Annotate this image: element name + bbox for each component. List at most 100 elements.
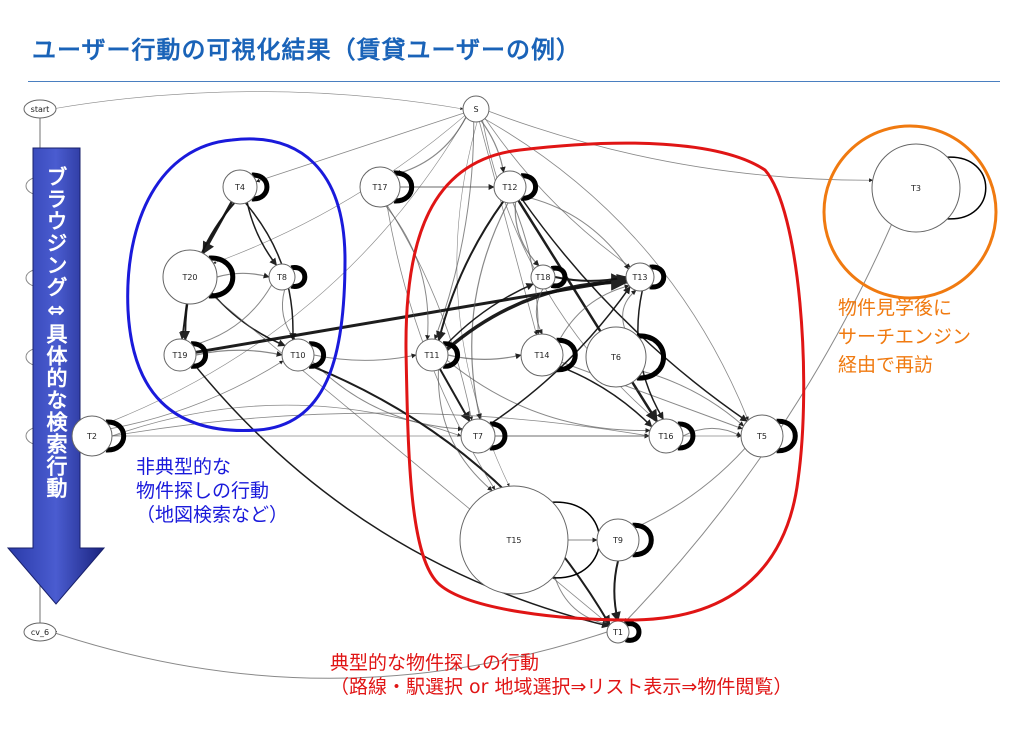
annotation-line: 典型的な物件探しの行動 <box>330 652 540 674</box>
node-label: T12 <box>501 183 517 192</box>
node-label: T19 <box>171 351 187 360</box>
graph-node-t5: T5 <box>740 414 784 458</box>
graph-node-t15: T15 <box>459 485 569 595</box>
transition-edge <box>447 353 522 360</box>
node-shape <box>359 166 401 208</box>
transition-edge <box>611 560 621 622</box>
node-shape <box>493 170 527 204</box>
transition-edge <box>192 363 610 629</box>
annotation-line: 物件探しの行動 <box>136 479 270 502</box>
transition-edge <box>439 368 471 423</box>
self-loop-edge <box>556 337 578 373</box>
self-loop-edge <box>309 341 327 369</box>
node-label: T13 <box>631 273 647 282</box>
node-shape <box>530 264 556 290</box>
transition-edge <box>51 631 608 679</box>
node-label: T2 <box>86 432 97 441</box>
self-loop-edge <box>251 172 270 202</box>
transition-edge <box>559 365 653 428</box>
edge-layer <box>51 91 892 679</box>
transition-edge <box>444 283 534 347</box>
node-label: cv_6 <box>31 628 49 637</box>
typical-group-outline <box>404 141 806 622</box>
arrow-label: ブラウジング⇔具体的な検索行動 <box>44 166 68 499</box>
page-title: ユーザー行動の可視化結果（賃貸ユーザーの例） <box>32 36 582 64</box>
transition-edge <box>682 427 742 437</box>
node-shape <box>162 249 218 305</box>
transition-edge <box>51 91 464 111</box>
node-shape <box>415 338 449 372</box>
graph-node-t3: T3 <box>871 143 961 233</box>
self-loop-edge <box>290 265 308 289</box>
node-shape <box>163 338 197 372</box>
transition-edge <box>106 117 467 424</box>
transition-edge <box>622 290 637 329</box>
transition-edge <box>110 360 284 430</box>
transition-edge <box>446 359 651 434</box>
graph-node-start: start <box>23 99 57 119</box>
graph-node-t9: T9 <box>596 518 640 562</box>
transition-edge <box>202 201 233 255</box>
self-loop-edge <box>208 255 236 299</box>
self-loop-edge <box>550 265 568 289</box>
graph-node-t14: T14 <box>520 333 564 377</box>
transition-edge <box>471 202 509 420</box>
transition-edge <box>246 202 278 266</box>
graph-node-t2: T2 <box>71 415 113 457</box>
transition-edge <box>111 404 462 437</box>
transition-edge <box>512 202 541 335</box>
node-shape <box>23 99 57 119</box>
transition-edge <box>520 197 748 422</box>
transition-edge <box>642 370 744 427</box>
atypical-annotation: 非典型的な 物件探しの行動 （地図検索など） <box>136 456 288 527</box>
node-label: T1 <box>612 628 623 637</box>
graph-node-t17: T17 <box>359 166 401 208</box>
transition-edge <box>255 112 464 183</box>
transition-edge <box>445 273 629 351</box>
self-loop-edge <box>677 421 696 451</box>
atypical-group-outline <box>126 137 347 433</box>
transition-edge <box>312 361 463 432</box>
self-loop-edge <box>776 418 798 454</box>
transition-edge <box>554 274 627 284</box>
graph-node-t6: T6 <box>585 326 647 388</box>
node-shape <box>740 414 784 458</box>
graph-node-t1: T1 <box>606 620 630 644</box>
node-label: T3 <box>910 184 921 193</box>
node-label: T10 <box>289 351 305 360</box>
transition-edge <box>313 353 417 361</box>
node-shape <box>71 415 113 457</box>
graph-node-t8: T8 <box>268 263 296 291</box>
node-shape <box>459 485 569 595</box>
node-label: T15 <box>505 536 521 545</box>
graph-node-cv_6: cv_6 <box>23 622 57 642</box>
transition-edge <box>211 292 286 347</box>
graph-node-s: S <box>462 95 490 123</box>
graph-node-t7: T7 <box>460 418 496 454</box>
transition-edge <box>634 447 746 529</box>
self-loop-edge <box>625 621 642 643</box>
transition-edge <box>478 121 538 336</box>
self-loop-edge <box>521 173 539 201</box>
graph-node-t19: T19 <box>163 338 197 372</box>
node-shape <box>222 169 258 205</box>
self-loop-edge <box>946 156 987 220</box>
node-shape <box>596 518 640 562</box>
graph-node-t12: T12 <box>493 170 527 204</box>
node-shape <box>520 333 564 377</box>
transition-edge <box>216 272 270 279</box>
transition-edge <box>488 110 874 183</box>
transition-edge <box>386 205 474 421</box>
transition-edge <box>436 200 505 342</box>
graph-node-t13: T13 <box>625 262 655 292</box>
graph-node-t16: T16 <box>648 418 684 454</box>
transition-edge <box>514 201 540 267</box>
node-label: T11 <box>423 351 439 360</box>
annotation-line: 非典型的な <box>136 456 232 478</box>
self-loop-edge <box>443 341 461 369</box>
annotation-line: 物件見学後に <box>838 297 953 319</box>
graph-node-t20: T20 <box>162 249 218 305</box>
browsing-arrow <box>6 147 106 605</box>
